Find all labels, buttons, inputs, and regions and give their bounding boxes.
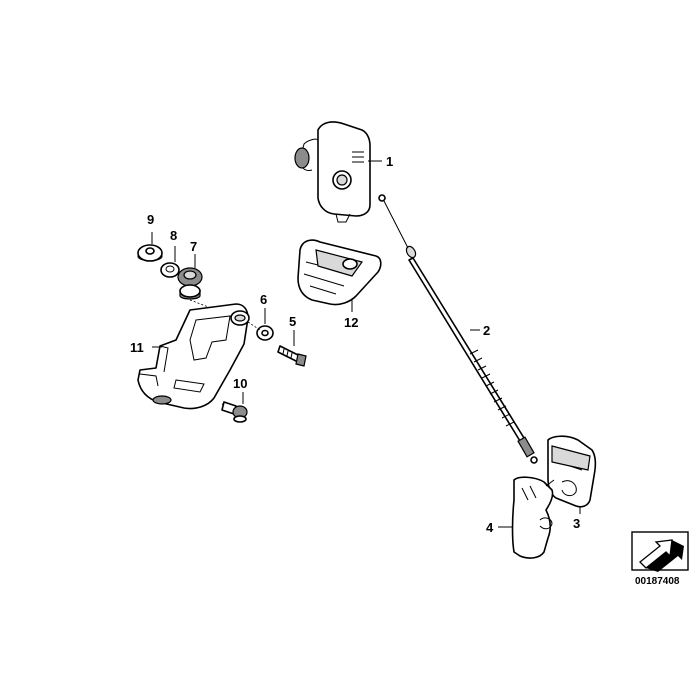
label-10: 10 [233, 376, 247, 391]
label-4: 4 [486, 520, 494, 535]
arrow-box-icon[interactable] [631, 531, 689, 572]
part-5-bolt [277, 345, 307, 367]
label-3: 3 [573, 516, 580, 531]
part-9-washer [137, 244, 163, 262]
part-3-cover [547, 435, 597, 508]
label-9: 9 [147, 212, 154, 227]
part-7-bushing [177, 267, 203, 300]
part-8-spring-washer [160, 262, 180, 278]
document-number: 00187408 [635, 576, 680, 587]
part-6-washer [256, 325, 274, 341]
label-6: 6 [260, 292, 267, 307]
part-4-cover [511, 476, 555, 559]
label-1: 1 [386, 154, 393, 169]
label-12: 12 [344, 315, 358, 330]
label-5: 5 [289, 314, 296, 329]
part-2-cable [378, 194, 538, 464]
label-8: 8 [170, 228, 177, 243]
part-12-insert [297, 239, 382, 306]
label-11: 11 [130, 340, 144, 355]
part-11-bracket [137, 303, 250, 410]
label-7: 7 [190, 239, 197, 254]
part-1-housing [294, 121, 371, 223]
part-10-screw [221, 401, 248, 423]
label-2: 2 [483, 323, 490, 338]
